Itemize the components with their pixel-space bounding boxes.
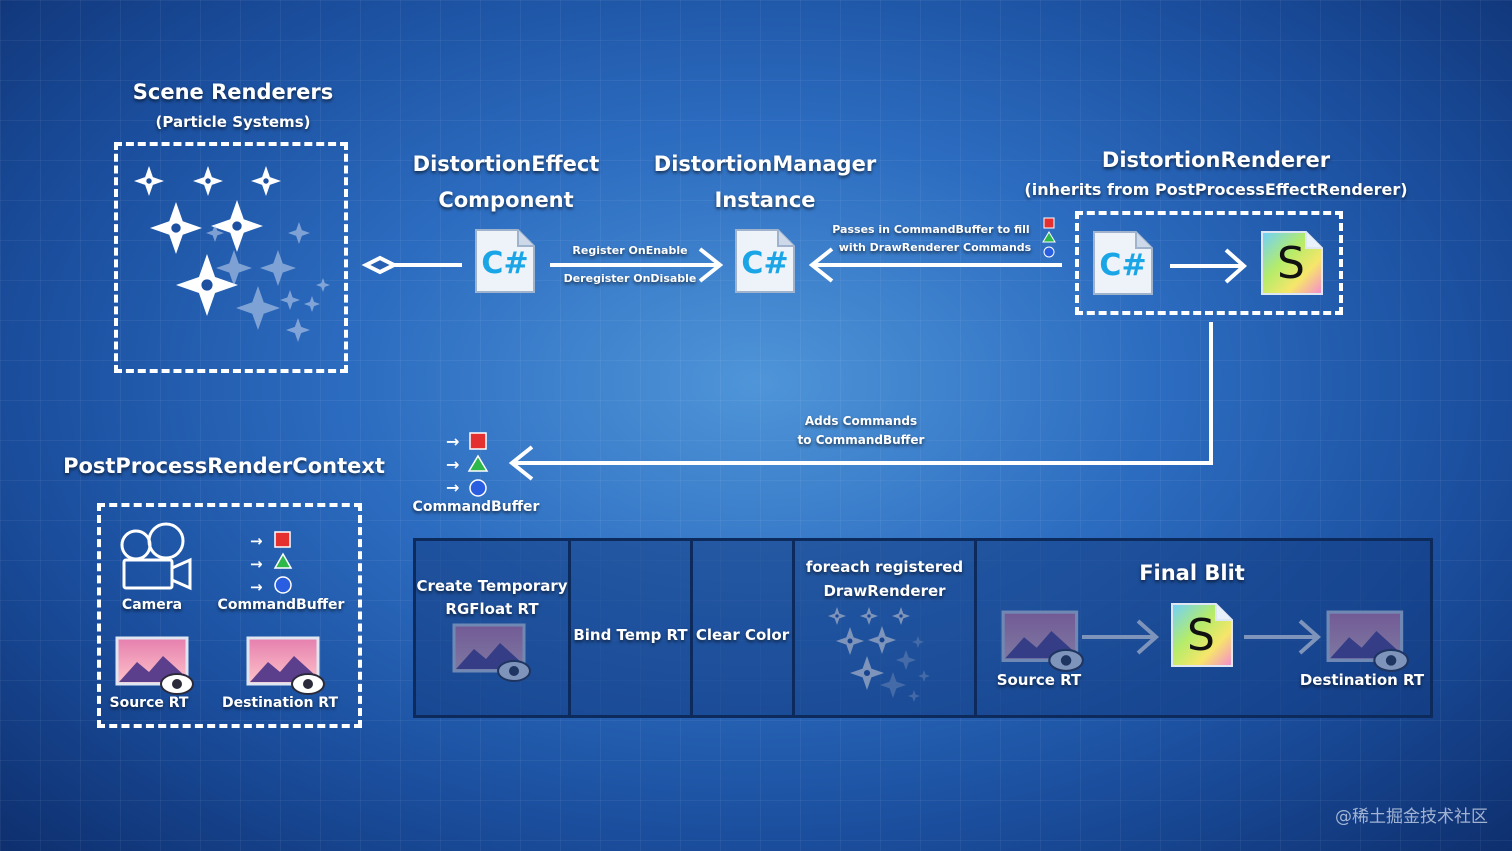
- component-csharp-icon: C#: [470, 226, 540, 298]
- scene-renderers-title: Scene Renderers: [132, 80, 334, 104]
- distortion-manager-title: DistortionManager: [653, 152, 877, 176]
- svg-text:→: →: [250, 532, 263, 550]
- render-steps-panel: Create Temporary RGFloat RT Bind Temp RT…: [413, 538, 1433, 718]
- scene-renderers-box: [114, 142, 348, 373]
- final-shader-icon: S: [1168, 600, 1238, 672]
- register-label: Register OnEnable: [572, 244, 688, 257]
- arrow-adds-commands: [508, 322, 1213, 481]
- distortion-manager-subtitle: Instance: [714, 188, 816, 212]
- distortion-renderer-box: [1075, 211, 1343, 315]
- scene-renderers-subtitle: (Particle Systems): [155, 113, 311, 131]
- svg-text:→: →: [446, 455, 459, 474]
- arrow-component-to-scene: [361, 255, 462, 275]
- passes-shapes: [1042, 217, 1056, 258]
- passes-label-line2: with DrawRenderer Commands: [838, 241, 1032, 254]
- manager-csharp-icon: C#: [730, 226, 800, 298]
- context-box: [97, 503, 362, 728]
- watermark: @稀土掘金技术社区: [1335, 807, 1488, 827]
- passes-label-line1: Passes in CommandBuffer to fill: [832, 223, 1030, 236]
- context-source-rt-label: Source RT: [109, 695, 189, 711]
- svg-text:→: →: [446, 478, 459, 497]
- foreach-label-line2: DrawRenderer: [823, 582, 946, 600]
- adds-commands-line2: to CommandBuffer: [797, 433, 925, 447]
- bind-temp-label: Bind Temp RT: [573, 626, 688, 644]
- arrow-passes-in: [808, 247, 1062, 283]
- foreach-label-line1: foreach registered: [805, 558, 964, 576]
- final-source-rt-label: Source RT: [996, 671, 1082, 689]
- step-clear-color: Clear Color: [693, 541, 795, 715]
- create-temp-label-line1: Create Temporary: [416, 577, 568, 595]
- adds-commands-line1: Adds Commands: [804, 414, 918, 428]
- svg-text:→: →: [250, 578, 263, 596]
- clear-color-label: Clear Color: [695, 626, 790, 644]
- svg-text:→: →: [446, 432, 459, 451]
- context-commandbuffer-shapes: → → →: [250, 531, 293, 596]
- final-blit-title: Final Blit: [1139, 561, 1245, 585]
- arrow-register: [550, 247, 724, 283]
- svg-text:→: →: [250, 555, 263, 573]
- camera-icon: [120, 522, 192, 591]
- commandbuffer-shapes: → → →: [446, 432, 489, 497]
- distortion-effect-subtitle: Component: [438, 188, 574, 212]
- step-final-blit: Final Blit Source RT Destination RT: [977, 541, 1430, 715]
- renderer-shader-icon: S: [1258, 228, 1328, 300]
- renderer-csharp-icon: C#: [1088, 228, 1158, 300]
- step-foreach-drawrenderer: foreach registered DrawRenderer: [795, 541, 977, 715]
- distortion-renderer-title: DistortionRenderer: [1101, 148, 1331, 172]
- context-title: PostProcessRenderContext: [63, 454, 385, 478]
- final-destination-rt-label: Destination RT: [1299, 671, 1425, 689]
- create-temp-label-line2: RGFloat RT: [445, 600, 539, 618]
- camera-label: Camera: [121, 597, 183, 613]
- arrow-renderer-internal: [1170, 248, 1248, 284]
- deregister-label: Deregister OnDisable: [563, 272, 697, 285]
- distortion-renderer-subtitle: (inherits from PostProcessEffectRenderer…: [1024, 180, 1408, 199]
- distortion-effect-title: DistortionEffect: [412, 152, 600, 176]
- context-commandbuffer-label: CommandBuffer: [217, 597, 345, 613]
- step-create-temp-rt: Create Temporary RGFloat RT: [416, 541, 571, 715]
- commandbuffer-label: CommandBuffer: [412, 499, 540, 515]
- context-destination-rt-label: Destination RT: [221, 695, 338, 711]
- step-bind-temp-rt: Bind Temp RT: [571, 541, 693, 715]
